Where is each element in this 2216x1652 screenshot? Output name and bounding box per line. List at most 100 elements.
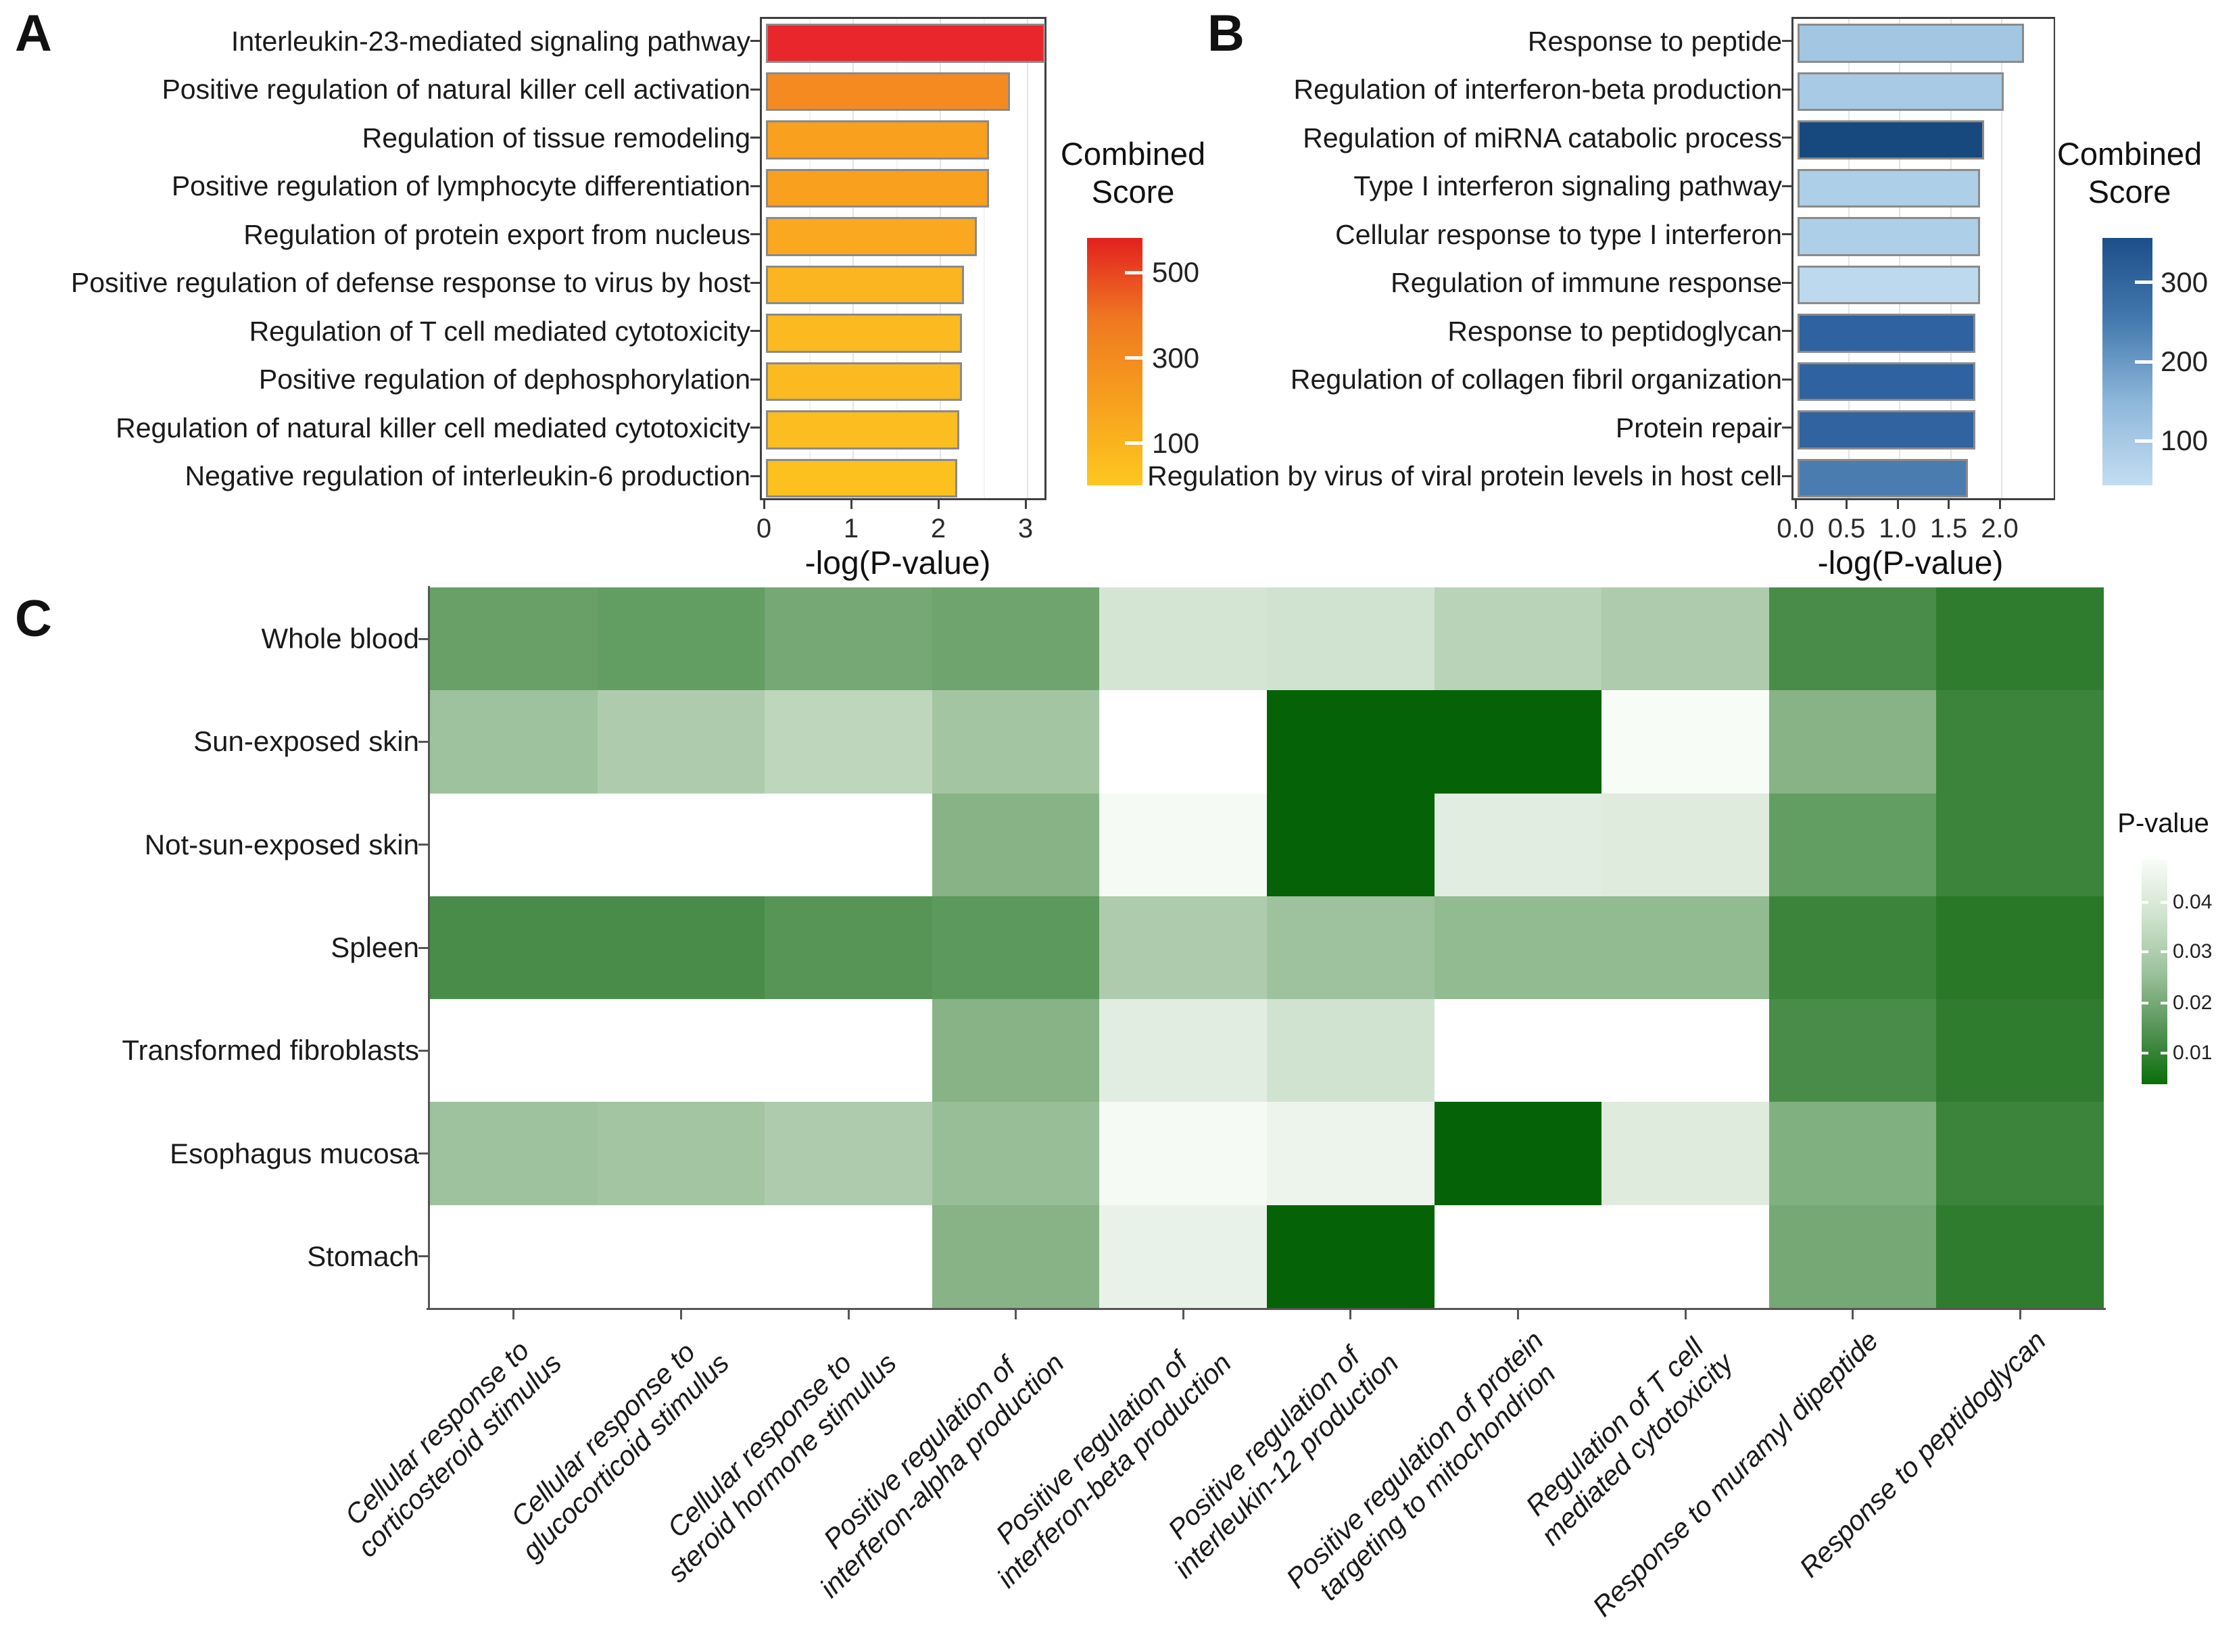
- heatmap-cell: [1936, 896, 2104, 1000]
- panel-b-x-axis-title: -log(P-value): [1817, 545, 2004, 581]
- heatmap-col-tick: [1349, 1310, 1352, 1319]
- heatmap-cell: [765, 587, 933, 691]
- panel-b-legend-tick: [2135, 281, 2152, 285]
- panel-a-gridline: [896, 19, 898, 498]
- panel-a-y-tick: [750, 137, 760, 139]
- heatmap-row-tick: [418, 946, 428, 949]
- heatmap-cell: [932, 896, 1100, 1000]
- panel-a-gridline: [983, 19, 985, 498]
- panel-c-legend-title: P-value: [2117, 808, 2209, 838]
- panel-a-category-label: Negative regulation of interleukin-6 pro…: [185, 460, 750, 492]
- heatmap-cell: [1099, 1205, 1268, 1309]
- heatmap-cell: [1267, 793, 1435, 897]
- heatmap-cell: [932, 690, 1100, 794]
- panel-a-x-tick-label: 3: [1017, 514, 1034, 543]
- heatmap-cell: [1267, 587, 1435, 691]
- panel-b-bar: [1798, 265, 1980, 304]
- panel-a-bar: [766, 24, 1045, 63]
- panel-c-legend-tick-left: [2142, 950, 2148, 954]
- heatmap-cell: [1768, 690, 1937, 794]
- panel-b-y-tick: [1782, 475, 1791, 477]
- panel-b-x-tick-label: 1.5: [1929, 514, 1968, 543]
- heatmap-cell: [765, 896, 933, 1000]
- heatmap-cell: [1099, 999, 1268, 1102]
- panel-b-category-label: Response to peptide: [1527, 25, 1782, 57]
- heatmap-cell: [597, 1205, 765, 1309]
- panel-a-x-tick: [850, 500, 852, 509]
- heatmap-row-label: Not-sun-exposed skin: [144, 828, 419, 860]
- heatmap-cell: [765, 1102, 933, 1206]
- panel-a-x-tick: [763, 500, 765, 509]
- panel-b-y-tick: [1782, 330, 1791, 333]
- heatmap-cell: [1267, 1102, 1435, 1206]
- panel-c-legend-tick-right: [2161, 901, 2167, 904]
- panel-a-legend-tick: [1125, 270, 1142, 274]
- panel-b-x-tick-label: 1.0: [1879, 514, 1917, 543]
- panel-a-bar: [766, 120, 989, 160]
- panel-b-legend-title-line2: Score: [2088, 174, 2171, 210]
- panel-b-gridline: [1950, 19, 1952, 498]
- panel-b-gridline: [1848, 19, 1850, 498]
- panel-c-legend-tick-label: 0.01: [2173, 1041, 2213, 1064]
- heatmap-col-tick: [679, 1310, 682, 1319]
- heatmap-col-tick: [847, 1310, 850, 1319]
- panel-a-legend-title: Combined Score: [1061, 135, 1205, 211]
- heatmap-cell: [1768, 793, 1937, 897]
- panel-a-x-tick: [1024, 500, 1027, 509]
- heatmap-cell: [597, 1102, 765, 1206]
- panel-a-category-label: Regulation of protein export from nucleu…: [243, 218, 750, 250]
- heatmap-cell: [1936, 1205, 2104, 1309]
- panel-b-category-label: Regulation of collagen fibril organizati…: [1290, 364, 1782, 395]
- heatmap-cell: [430, 1205, 598, 1309]
- panel-b-category-label: Regulation of interferon-beta production: [1293, 74, 1782, 105]
- heatmap-cell: [597, 999, 765, 1102]
- heatmap-cell: [1267, 690, 1435, 794]
- panel-b-x-tick: [1948, 500, 1950, 509]
- heatmap-cell: [765, 793, 933, 897]
- panel-a-legend-tick-label: 300: [1152, 341, 1200, 374]
- heatmap-cell: [1768, 1205, 1937, 1309]
- heatmap-cell: [1434, 896, 1602, 1000]
- heatmap-cell: [1601, 1205, 1770, 1309]
- panel-c-legend-tick-left: [2142, 1002, 2148, 1005]
- panel-b-legend-tick-label: 100: [2161, 424, 2209, 457]
- panel-c-legend-tick-label: 0.04: [2173, 891, 2213, 914]
- heatmap-cell: [932, 1102, 1100, 1206]
- panel-a-gridline: [852, 19, 854, 498]
- heatmap-col-tick: [1684, 1310, 1687, 1319]
- panel-b-plot-area: [1791, 17, 2055, 500]
- panel-b-gridline: [2052, 19, 2054, 498]
- panel-a-category-label: Positive regulation of dephosphorylation: [258, 364, 750, 395]
- heatmap-col-tick: [1516, 1310, 1519, 1319]
- panel-a-y-tick: [750, 40, 760, 43]
- panel-c-legend-tick-right: [2161, 950, 2167, 954]
- heatmap-cell: [597, 587, 765, 691]
- panel-b-category-label: Regulation of miRNA catabolic process: [1303, 122, 1782, 153]
- panel-a-bar: [766, 168, 989, 208]
- heatmap-row-label: Sun-exposed skin: [193, 725, 419, 758]
- panel-b-x-tick: [1896, 500, 1899, 509]
- heatmap-cell: [1601, 587, 1770, 691]
- panel-b-x-tick: [1794, 500, 1797, 509]
- panel-b-category-label: Type I interferon signaling pathway: [1353, 170, 1782, 202]
- panel-b-letter: B: [1207, 5, 1245, 62]
- panel-a-x-tick-label: 2: [930, 514, 946, 543]
- heatmap-cell: [932, 1205, 1100, 1309]
- heatmap-cell: [597, 896, 765, 1000]
- heatmap-row-tick: [418, 637, 428, 640]
- panel-b-legend-tick: [2135, 360, 2152, 364]
- panel-a-category-label: Regulation of natural killer cell mediat…: [116, 412, 750, 443]
- heatmap-row-label: Transformed fibroblasts: [122, 1034, 419, 1067]
- panel-b-y-tick: [1782, 88, 1791, 91]
- heatmap-cell: [1099, 690, 1268, 794]
- panel-c-legend-tick-label: 0.03: [2173, 940, 2213, 963]
- heatmap-cell: [1936, 1102, 2104, 1206]
- panel-a-legend-tick-label: 500: [1152, 256, 1200, 289]
- heatmap-cell: [1936, 999, 2104, 1102]
- panel-b-bar: [1798, 458, 1968, 497]
- heatmap-cell: [765, 1205, 933, 1309]
- heatmap-row-label: Stomach: [307, 1240, 419, 1272]
- panel-b-bar: [1798, 72, 2004, 111]
- panel-a-bar: [766, 265, 964, 304]
- heatmap-cell: [1601, 999, 1770, 1102]
